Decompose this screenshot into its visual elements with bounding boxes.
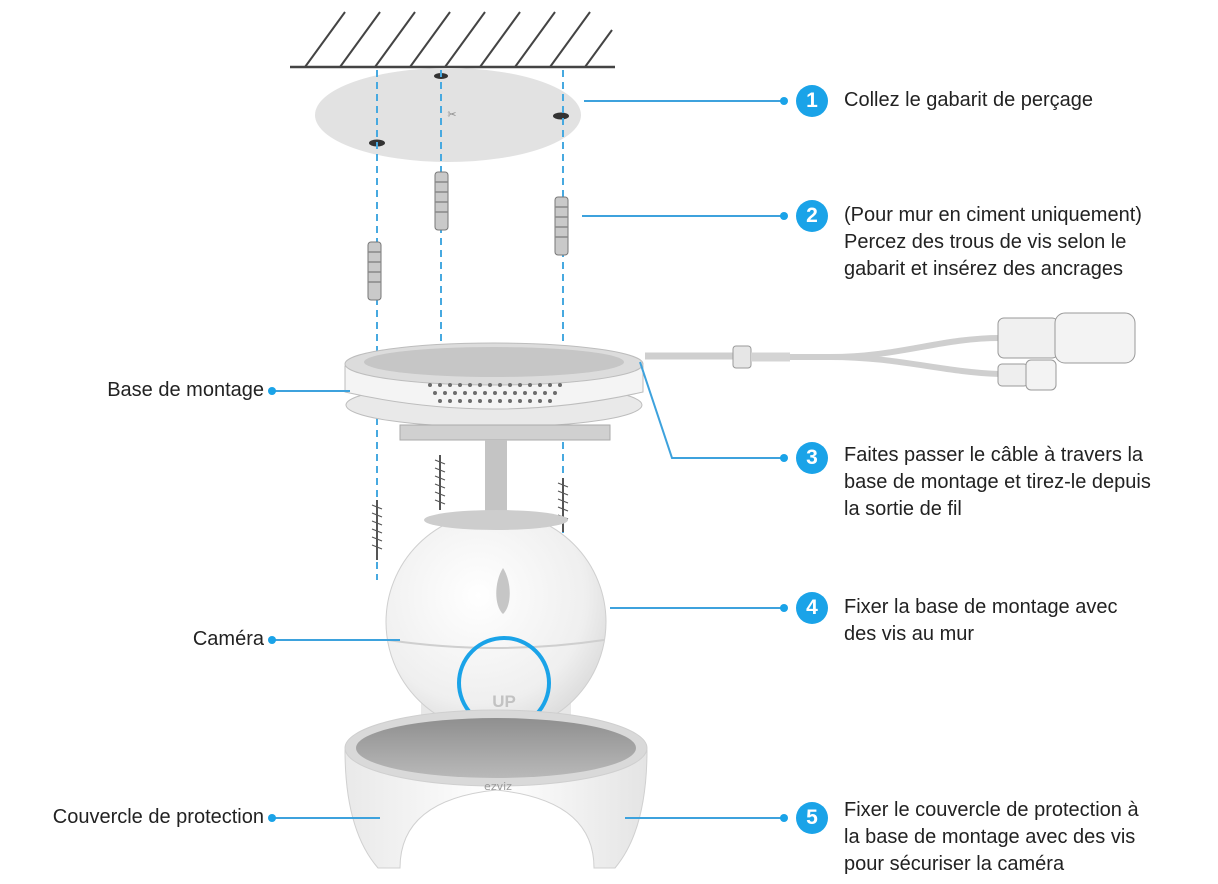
camera-body: UP <box>386 510 606 735</box>
wall-anchors <box>368 172 568 300</box>
step-1-badge: 1 <box>796 85 828 117</box>
step-5-text: Fixer le couvercle de protection à la ba… <box>844 797 1139 878</box>
step-3-text: Faites passer le câble à travers la base… <box>844 442 1151 523</box>
step-2-text: (Pour mur en ciment uniquement) Percez d… <box>844 202 1142 283</box>
part-label-camera: Caméra <box>193 626 264 653</box>
step-3-badge: 3 <box>796 442 828 474</box>
brand-logo: ezviz <box>484 780 512 793</box>
step-5-badge: 5 <box>796 802 828 834</box>
step-2-badge: 2 <box>796 200 828 232</box>
mounting-base <box>345 343 643 515</box>
ceiling <box>290 12 615 67</box>
drill-template: ✂ <box>315 68 581 162</box>
part-label-mounting-base: Base de montage <box>107 377 264 404</box>
power-cable <box>645 313 1135 390</box>
step-4-text: Fixer la base de montage avec des vis au… <box>844 594 1118 648</box>
step-1-text: Collez le gabarit de perçage <box>844 87 1093 114</box>
up-marking: UP <box>492 692 516 711</box>
part-label-protective-cover: Couvercle de protection <box>53 804 264 831</box>
protective-cover: ezviz <box>345 710 647 868</box>
svg-text:✂: ✂ <box>447 108 456 121</box>
step-4-badge: 4 <box>796 592 828 624</box>
